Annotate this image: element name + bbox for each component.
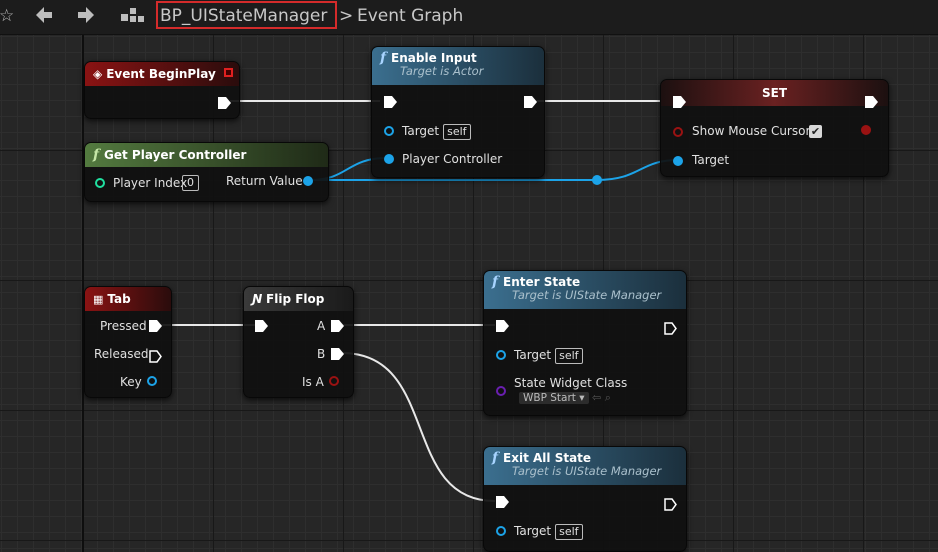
forward-arrow-icon[interactable]	[78, 6, 94, 29]
breadcrumb-graph[interactable]: Event Graph	[357, 6, 464, 26]
a-label: A	[317, 319, 326, 333]
show-mouse-cursor-label: Show Mouse Cursor	[692, 124, 811, 138]
node-title: Flip Flop	[266, 292, 325, 306]
browse-icons[interactable]: ⇦ ⌕	[592, 391, 611, 404]
node-title: Get Player Controller	[104, 148, 247, 162]
node-title: Enter State	[503, 275, 581, 289]
node-header: ▦Tab	[85, 287, 171, 311]
star-icon[interactable]: ☆	[0, 6, 15, 26]
pressed-label: Pressed	[100, 319, 147, 333]
editor-toolbar: ☆ BP_UIStateManager > Event Graph	[0, 0, 938, 35]
state-widget-class-label: State Widget Class	[514, 376, 628, 390]
node-header: f Enter State Target is UIState Manager	[484, 271, 686, 309]
node-header: f Exit All State Target is UIState Manage…	[484, 447, 686, 485]
released-label: Released	[94, 347, 149, 361]
node-tab-key-event[interactable]: ▦Tab Pressed Released Key	[84, 286, 172, 398]
function-icon: f	[380, 50, 387, 66]
is-a-label: Is A	[302, 375, 324, 389]
return-value-pin[interactable]	[303, 176, 313, 186]
target-pin[interactable]	[673, 156, 683, 166]
node-title: Tab	[107, 292, 131, 306]
function-icon: f	[492, 274, 499, 290]
player-controller-pin[interactable]	[384, 154, 394, 164]
event-diamond-icon: ◈	[93, 67, 103, 81]
delegate-pin-icon[interactable]	[224, 68, 233, 77]
exec-out-pin[interactable]	[664, 496, 677, 515]
node-header: ◈Event BeginPlay	[85, 62, 239, 86]
state-widget-class-pin[interactable]	[496, 386, 506, 396]
key-label: Key	[120, 375, 142, 389]
show-mouse-cursor-checkbox[interactable]: ✔	[809, 125, 822, 138]
node-get-player-controller[interactable]: f Get Player Controller Player Index 0 Re…	[84, 142, 329, 202]
player-controller-label: Player Controller	[402, 152, 503, 166]
player-index-label: Player Index	[113, 176, 188, 190]
self-value: self	[555, 348, 583, 364]
reroute-node	[592, 175, 602, 185]
back-arrow-icon[interactable]	[36, 6, 52, 29]
return-value-label: Return Value	[226, 174, 303, 188]
b-label: B	[317, 347, 326, 361]
wire-flipflop-exitstate	[341, 352, 496, 502]
node-title: Enable Input	[391, 51, 477, 65]
graph-origin-line	[82, 35, 84, 552]
released-exec-pin[interactable]	[149, 348, 162, 367]
node-subtitle: Target is Actor	[400, 64, 484, 78]
state-widget-class-dropdown[interactable]: WBP Start ▾	[519, 392, 589, 404]
player-index-input[interactable]: 0	[182, 175, 199, 191]
show-mouse-cursor-out-pin[interactable]	[861, 125, 871, 135]
keyboard-icon: ▦	[93, 293, 104, 306]
target-pin-label: Target	[692, 153, 730, 167]
node-title: Exit All State	[503, 451, 592, 465]
target-pin[interactable]	[496, 350, 506, 360]
macro-icon: Ɲ	[252, 292, 263, 306]
function-icon: f	[93, 147, 100, 163]
node-set-show-mouse-cursor[interactable]: SET Show Mouse Cursor ✔ Target	[660, 79, 889, 177]
node-exit-all-state[interactable]: f Exit All State Target is UIState Manage…	[483, 446, 687, 552]
node-header: f Enable Input Target is Actor	[372, 47, 544, 85]
node-subtitle: Target is UIState Manager	[512, 464, 662, 478]
target-pin[interactable]	[384, 126, 394, 136]
is-a-pin[interactable]	[329, 376, 339, 386]
node-enter-state[interactable]: f Enter State Target is UIState Manager T…	[483, 270, 687, 416]
player-index-pin[interactable]	[95, 178, 105, 188]
key-pin[interactable]	[147, 376, 157, 386]
show-mouse-cursor-pin[interactable]	[673, 127, 683, 137]
node-event-beginplay[interactable]: ◈Event BeginPlay	[84, 61, 240, 119]
exec-out-pin[interactable]	[664, 320, 677, 339]
node-title: Event BeginPlay	[106, 67, 216, 81]
node-subtitle: Target is UIState Manager	[512, 288, 662, 302]
breadcrumb-separator: >	[339, 6, 354, 26]
node-title: SET	[661, 80, 888, 106]
breadcrumb-blueprint[interactable]: BP_UIStateManager	[160, 6, 328, 26]
function-icon: f	[492, 450, 499, 466]
target-pin[interactable]	[496, 526, 506, 536]
hierarchy-icon[interactable]	[121, 6, 145, 31]
self-value: self	[443, 124, 471, 140]
node-header: f Get Player Controller	[85, 143, 328, 167]
self-value: self	[555, 524, 583, 540]
breadcrumb-highlight	[156, 1, 337, 29]
